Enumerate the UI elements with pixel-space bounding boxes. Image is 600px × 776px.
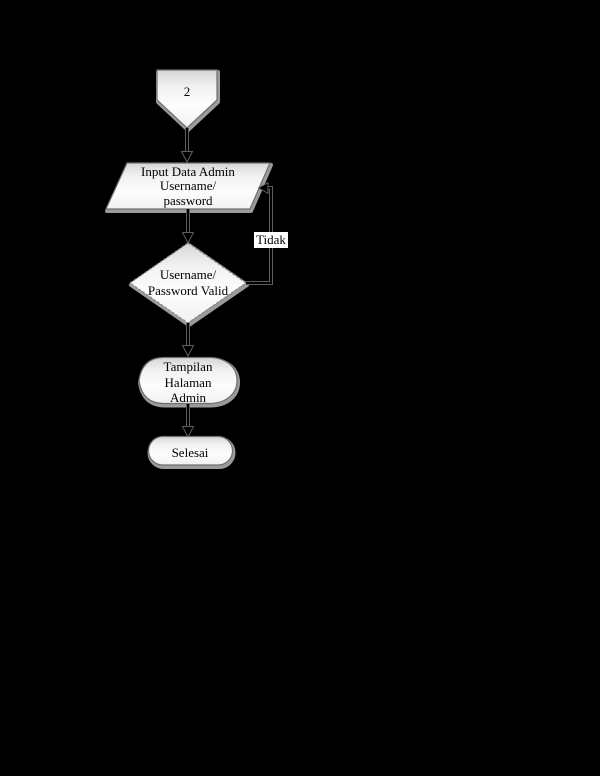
arrowhead-down-icon (180, 151, 194, 164)
decision-no-edge-label: Tidak (254, 232, 288, 248)
arrowhead-down-icon (181, 426, 195, 439)
arrowhead-down-icon (181, 345, 195, 358)
terminator-shape (147, 435, 236, 469)
arrowhead-left-icon (257, 181, 269, 195)
arrow-input-to-decision (181, 209, 195, 245)
arrow-decision-to-display (181, 323, 195, 358)
arrowhead-down-icon (181, 232, 195, 245)
input-parallelogram-body (105, 162, 271, 210)
decision-diamond-shape (129, 242, 249, 327)
input-parallelogram-shape (105, 162, 273, 213)
display-shape (138, 356, 240, 408)
arrow-display-to-end (181, 404, 195, 439)
offpage-connector-shape (156, 69, 220, 132)
offpage-connector-body (156, 69, 218, 129)
arrow-connector-to-input (180, 128, 194, 164)
decision-diamond-body (129, 242, 247, 324)
display-body (138, 356, 238, 405)
terminator-body (147, 435, 234, 466)
